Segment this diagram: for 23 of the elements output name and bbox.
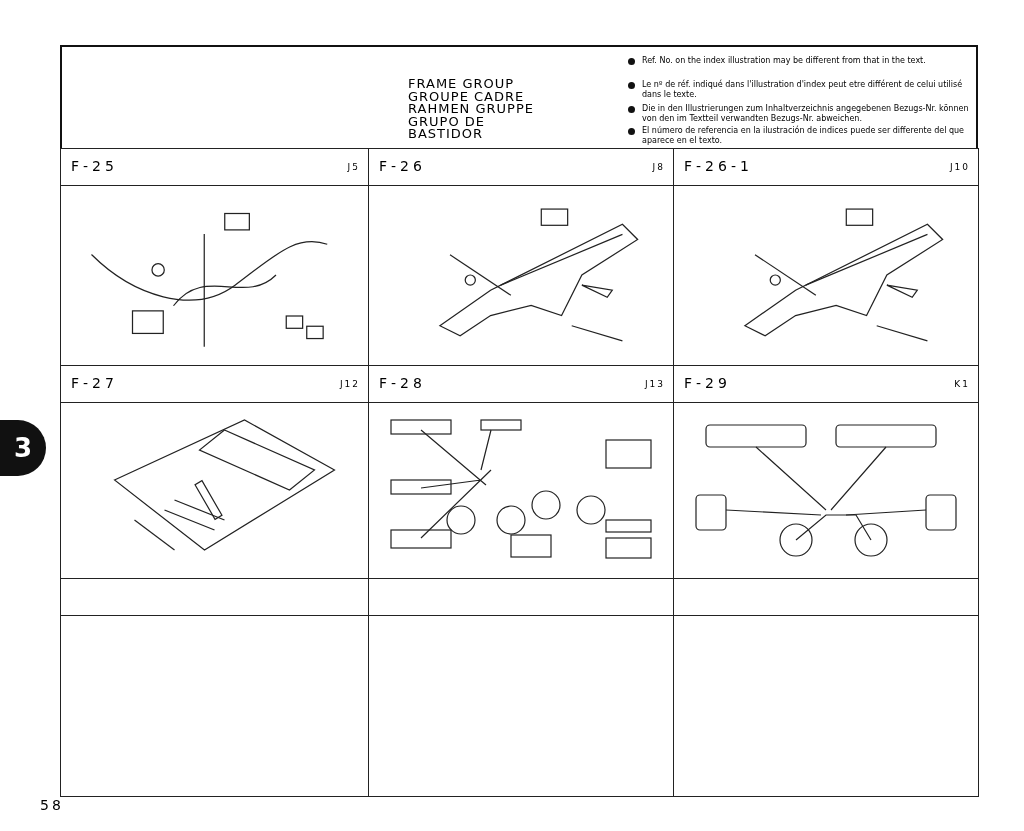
- figure-number: F-27: [71, 375, 118, 391]
- index-panel: [60, 148, 369, 366]
- page-reference: J8: [652, 162, 665, 172]
- figure-number: F-26: [379, 158, 426, 174]
- page-number: 58: [40, 797, 64, 813]
- note-text: El número de referencia en la ilustración de indices puede ser differente del que aparece en el texto.: [628, 126, 972, 146]
- page-reference: J5: [347, 162, 360, 172]
- index-panel: [60, 365, 369, 579]
- figure-number: F-29: [684, 375, 731, 391]
- page-reference: J13: [644, 379, 665, 389]
- note-text: Ref. No. on the index illustration may be different from that in the text.: [628, 56, 972, 66]
- figure-number: F-26-1: [684, 158, 753, 174]
- index-panel: [673, 148, 979, 366]
- note-text: Le nº de réf. indiqué dans l'illustration d'index peut etre différent de celui utilisé dans le texte.: [628, 80, 972, 100]
- page-reference: K1: [954, 379, 970, 389]
- page-reference: J10: [949, 162, 970, 172]
- section-tab: 3: [0, 420, 46, 476]
- figure-number: F-28: [379, 375, 426, 391]
- note-text: Die in den Illustrierungen zum Inhaltverzeichnis angegebenen Bezugs-Nr. können von den im Textteil verwandten Bezugs-Nr. abweichen.: [628, 104, 972, 124]
- page-reference: J12: [339, 379, 360, 389]
- index-panel: [673, 365, 979, 579]
- group-title: FRAME GROUP GROUPE CADRE RAHMEN GRUPPE GRUPO DE BASTIDOR: [408, 78, 535, 141]
- figure-number: F-25: [71, 158, 118, 174]
